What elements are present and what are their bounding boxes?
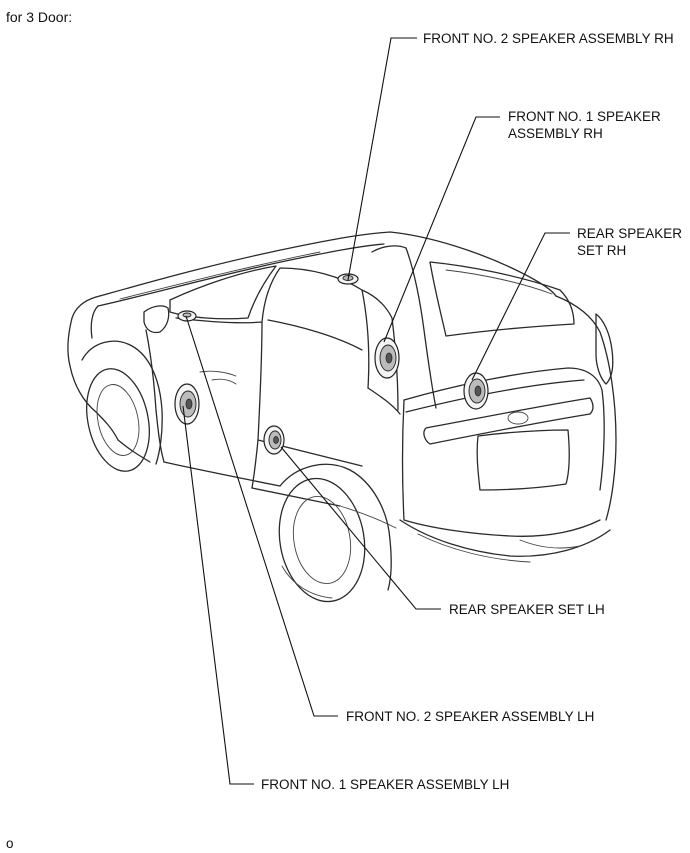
diagram-title: for 3 Door: (6, 9, 72, 25)
footer-code: o (6, 836, 14, 851)
label-rear-speaker-rh-line1: REAR SPEAKER (577, 226, 682, 241)
label-front-no1-speaker-rh-line1: FRONT NO. 1 SPEAKER (508, 109, 661, 124)
leader-rear-lh (280, 446, 441, 610)
label-rear-speaker-lh: REAR SPEAKER SET LH (449, 602, 605, 617)
leader-front-no1-rh (383, 116, 500, 343)
leader-rear-rh (471, 232, 570, 381)
front-no1-rh-speaker-icon (374, 337, 400, 379)
label-front-no1-speaker-lh: FRONT NO. 1 SPEAKER ASSEMBLY LH (261, 777, 509, 792)
front-no1-lh-speaker-icon (174, 383, 200, 425)
vehicle-outline-icon (67, 231, 617, 603)
label-front-no1-speaker-rh-line2: ASSEMBLY RH (508, 126, 603, 141)
label-rear-speaker-rh-line2: SET RH (577, 243, 626, 258)
leader-front-no2-lh (185, 315, 338, 717)
rear-lh-speaker-icon (263, 425, 285, 455)
front-no2-rh-speaker-icon (337, 273, 359, 285)
leader-front-no2-rh (347, 37, 417, 281)
leader-front-no1-lh (182, 405, 254, 785)
label-front-no2-speaker-rh: FRONT NO. 2 SPEAKER ASSEMBLY RH (423, 31, 674, 46)
rear-rh-speaker-icon (463, 372, 489, 410)
label-front-no2-speaker-lh: FRONT NO. 2 SPEAKER ASSEMBLY LH (346, 709, 594, 724)
front-no2-lh-speaker-icon (177, 310, 197, 322)
